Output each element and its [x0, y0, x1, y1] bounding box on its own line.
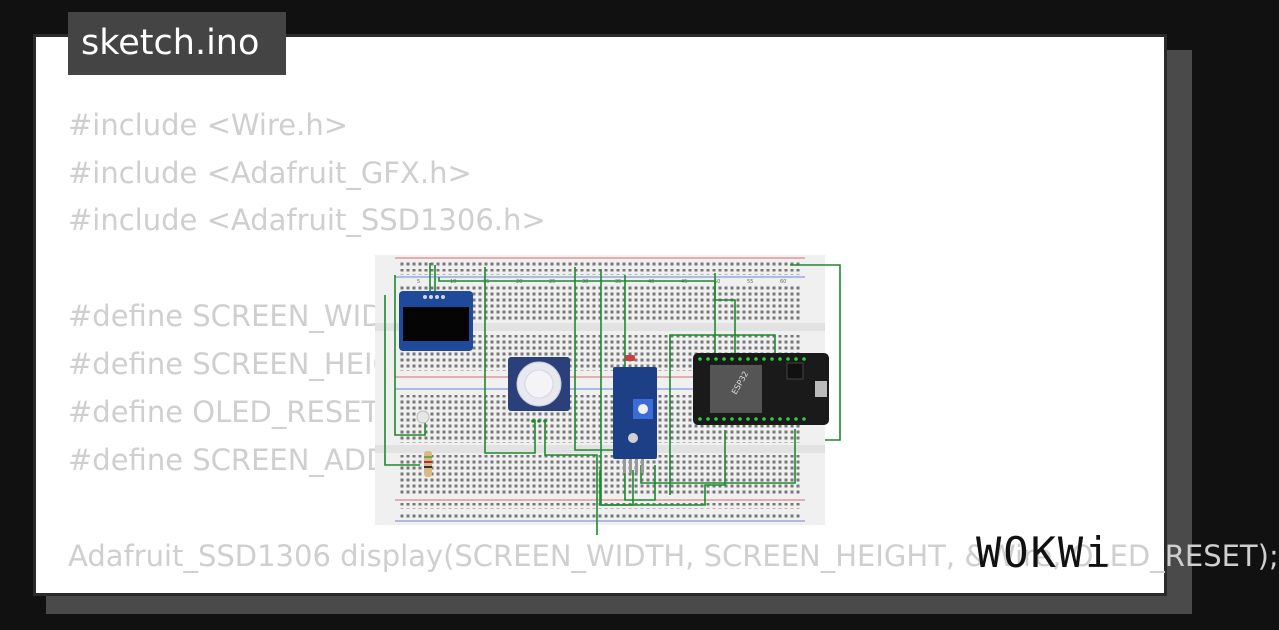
resistor: [424, 451, 432, 477]
code-line: #include <Adafruit_GFX.h>: [68, 156, 472, 190]
led: [416, 410, 430, 424]
breadboard-number: 60: [780, 279, 786, 285]
breadboard-number: 30: [582, 279, 588, 285]
oled-display: [399, 291, 473, 351]
wokwi-logo-text: WOKWi: [976, 528, 1112, 577]
breadboard-number: 10: [450, 279, 456, 285]
code-line: #include <Wire.h>: [68, 108, 349, 142]
wires: [384, 263, 841, 535]
pir-sensor: [508, 357, 570, 423]
breadboard-number: 20: [516, 279, 522, 285]
code-line: #include <Adafruit_SSD1306.h>: [68, 203, 546, 237]
wokwi-logo: WOKWi: [976, 528, 1112, 577]
breadboard-number: 15: [483, 279, 489, 285]
esp32-board: ESP32: [693, 353, 829, 425]
code-line: #define OLED_RESET -1: [68, 395, 418, 429]
breadboard-number: 50: [714, 279, 720, 285]
breadboard-number: 5: [417, 279, 420, 285]
circuit-diagram[interactable]: 5 10 15 20 25 30 35 40 45 50 55 60: [375, 255, 845, 535]
ldr-sensor: [613, 355, 657, 473]
breadboard-number: 45: [681, 279, 687, 285]
code-line: Adafruit_SSD1306 display(SCREEN_WIDTH, S…: [68, 539, 1279, 573]
breadboard-number: 35: [615, 279, 621, 285]
breadboard-number: 25: [549, 279, 555, 285]
breadboard-number: 40: [648, 279, 654, 285]
file-tab[interactable]: sketch.ino: [68, 12, 286, 75]
breadboard-number: 55: [747, 279, 753, 285]
